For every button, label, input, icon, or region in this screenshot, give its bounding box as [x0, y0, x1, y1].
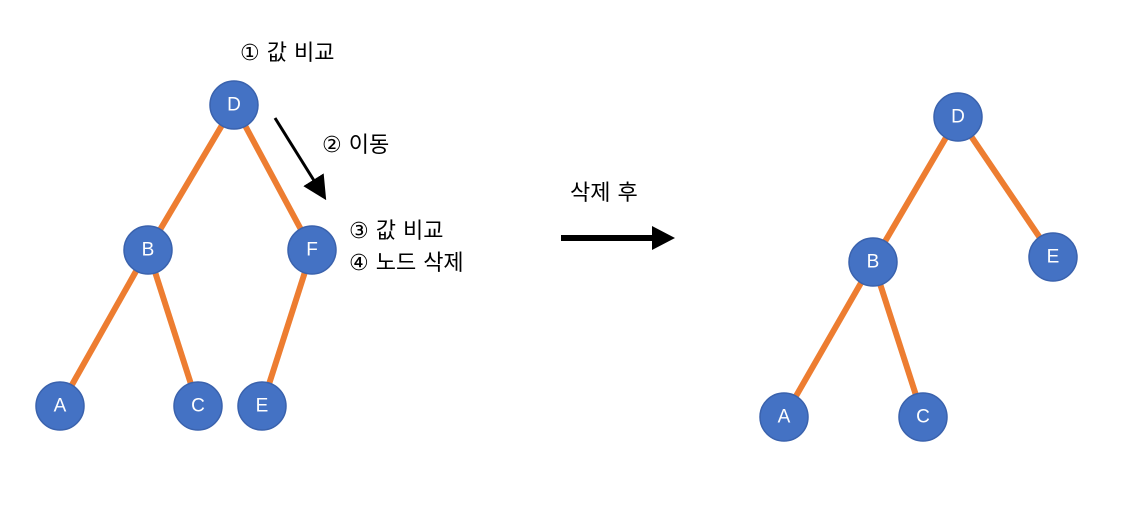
edge-d-f	[242, 124, 304, 231]
transition-label: 삭제 후	[570, 181, 638, 206]
node-a-after: A	[759, 392, 809, 442]
step-4-label: ④ 노드 삭제	[349, 251, 464, 276]
node-f-label: F	[306, 240, 318, 261]
node-c-label: C	[191, 396, 205, 417]
node-c-after: C	[898, 392, 948, 442]
edge-f-e	[266, 271, 308, 385]
after-edges	[793, 135, 1043, 398]
node-e-label: E	[256, 396, 269, 417]
node-d-after-label: D	[951, 107, 965, 128]
node-e-after-circle	[1028, 232, 1078, 282]
step-3-label: ③ 값 비교	[349, 219, 443, 244]
before-nodes: D B F A C E	[35, 80, 337, 431]
before-tree: D B F A C E	[35, 80, 337, 431]
move-arrow	[273, 117, 327, 201]
transition-arrow-head	[652, 226, 675, 250]
node-a-after-circle	[759, 392, 809, 442]
edge-d-b-after	[882, 136, 949, 243]
node-e-circle	[237, 381, 287, 431]
node-b-after-circle	[848, 237, 898, 287]
node-c-circle	[173, 381, 223, 431]
node-f-circle	[287, 225, 337, 275]
after-tree: D B E A C	[759, 92, 1078, 442]
node-c-after-circle	[898, 392, 948, 442]
node-e: E	[237, 381, 287, 431]
edge-b-a	[69, 269, 139, 387]
edge-b-c	[152, 271, 194, 385]
node-c-after-label: C	[916, 407, 930, 428]
node-a: A	[35, 381, 85, 431]
step-1-label: ① 값 비교	[240, 41, 334, 66]
node-f: F	[287, 225, 337, 275]
after-nodes: D B E A C	[759, 92, 1078, 442]
edge-d-e-after	[968, 135, 1043, 239]
edge-b-a-after	[793, 281, 864, 398]
node-b-label: B	[142, 240, 155, 261]
edge-d-b	[157, 124, 225, 231]
step-annotations: ① 값 비교 ② 이동 ③ 값 비교 ④ 노드 삭제	[240, 41, 464, 276]
node-d-circle	[209, 80, 259, 130]
edge-b-c-after	[877, 283, 919, 396]
node-d: D	[209, 80, 259, 130]
before-edges	[69, 124, 308, 387]
node-e-after: E	[1028, 232, 1078, 282]
node-b: B	[123, 225, 173, 275]
node-c: C	[173, 381, 223, 431]
node-e-after-label: E	[1047, 247, 1060, 268]
node-b-after: B	[848, 237, 898, 287]
node-b-after-label: B	[867, 252, 880, 273]
node-a-after-label: A	[778, 407, 791, 428]
node-a-circle	[35, 381, 85, 431]
node-d-after: D	[933, 92, 983, 142]
transition: 삭제 후	[561, 181, 675, 250]
node-d-label: D	[227, 95, 241, 116]
node-a-label: A	[54, 396, 67, 417]
node-b-circle	[123, 225, 173, 275]
step-2-label: ② 이동	[322, 133, 389, 158]
node-d-after-circle	[933, 92, 983, 142]
